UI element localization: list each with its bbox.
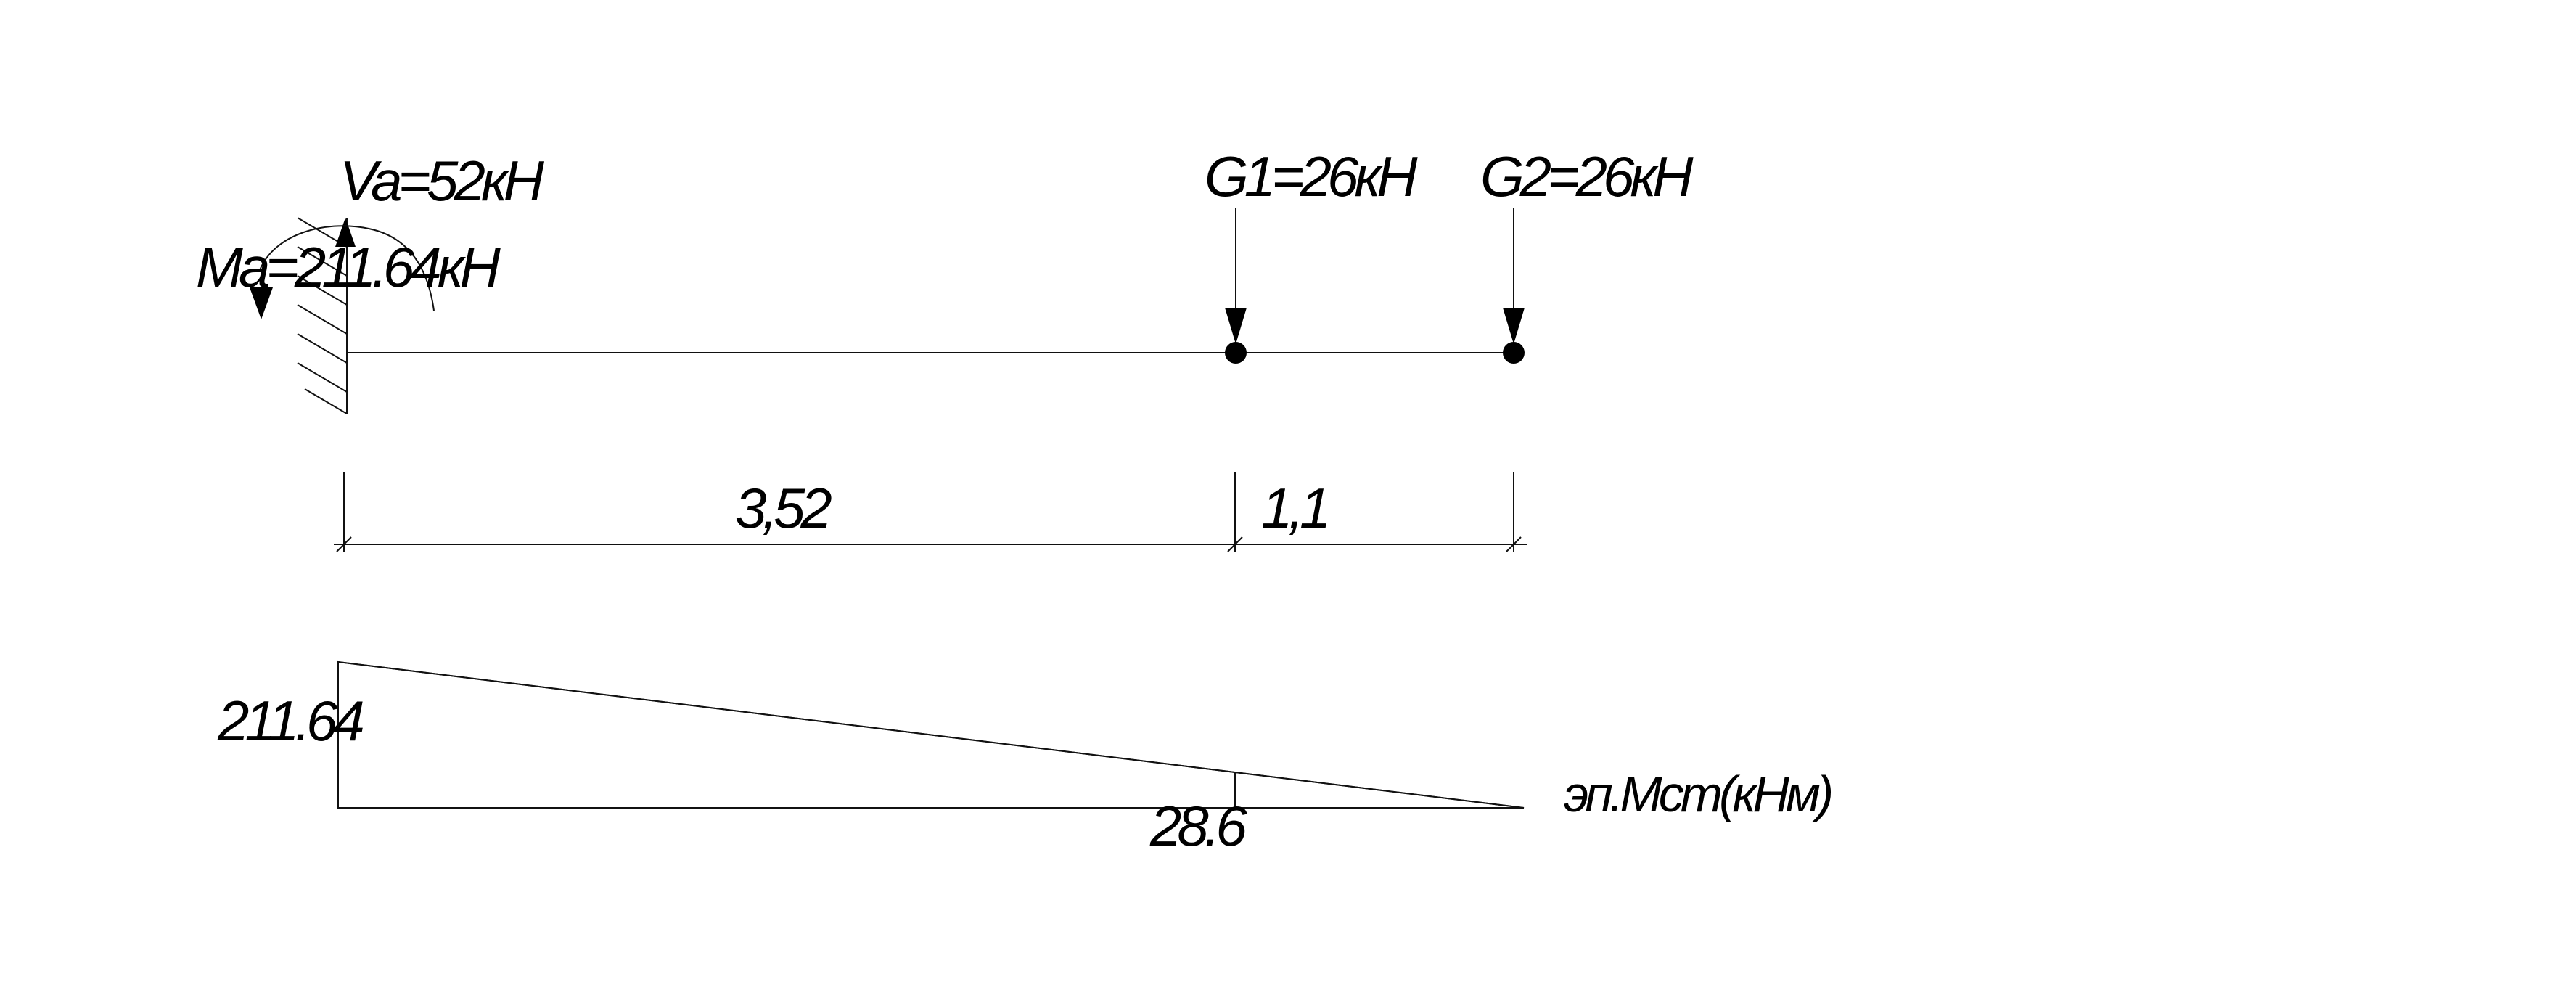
load-g2-arrow (1503, 208, 1525, 364)
moment-value-support: 211.64 (217, 689, 363, 753)
dimension-span2-label: 1,1 (1261, 476, 1326, 540)
reaction-m-label: Ma=211.64кН (196, 235, 501, 299)
load-g2-label: G2=26кН (1480, 144, 1694, 208)
load-point-g2 (1503, 342, 1525, 364)
load-g1-arrow (1225, 208, 1247, 364)
reaction-moment-arc (250, 225, 435, 319)
dimension-lines (334, 472, 1527, 552)
dimension-span1-label: 3,52 (735, 476, 832, 540)
load-g1-label: G1=26кН (1205, 144, 1418, 208)
moment-value-g1: 28.6 (1149, 794, 1247, 858)
reaction-v-label: Va=52кН (340, 149, 545, 213)
moment-diagram-title: эп.Мст(кНм) (1564, 766, 1831, 822)
moment-diagram (337, 660, 1525, 809)
load-point-g1 (1225, 342, 1247, 364)
